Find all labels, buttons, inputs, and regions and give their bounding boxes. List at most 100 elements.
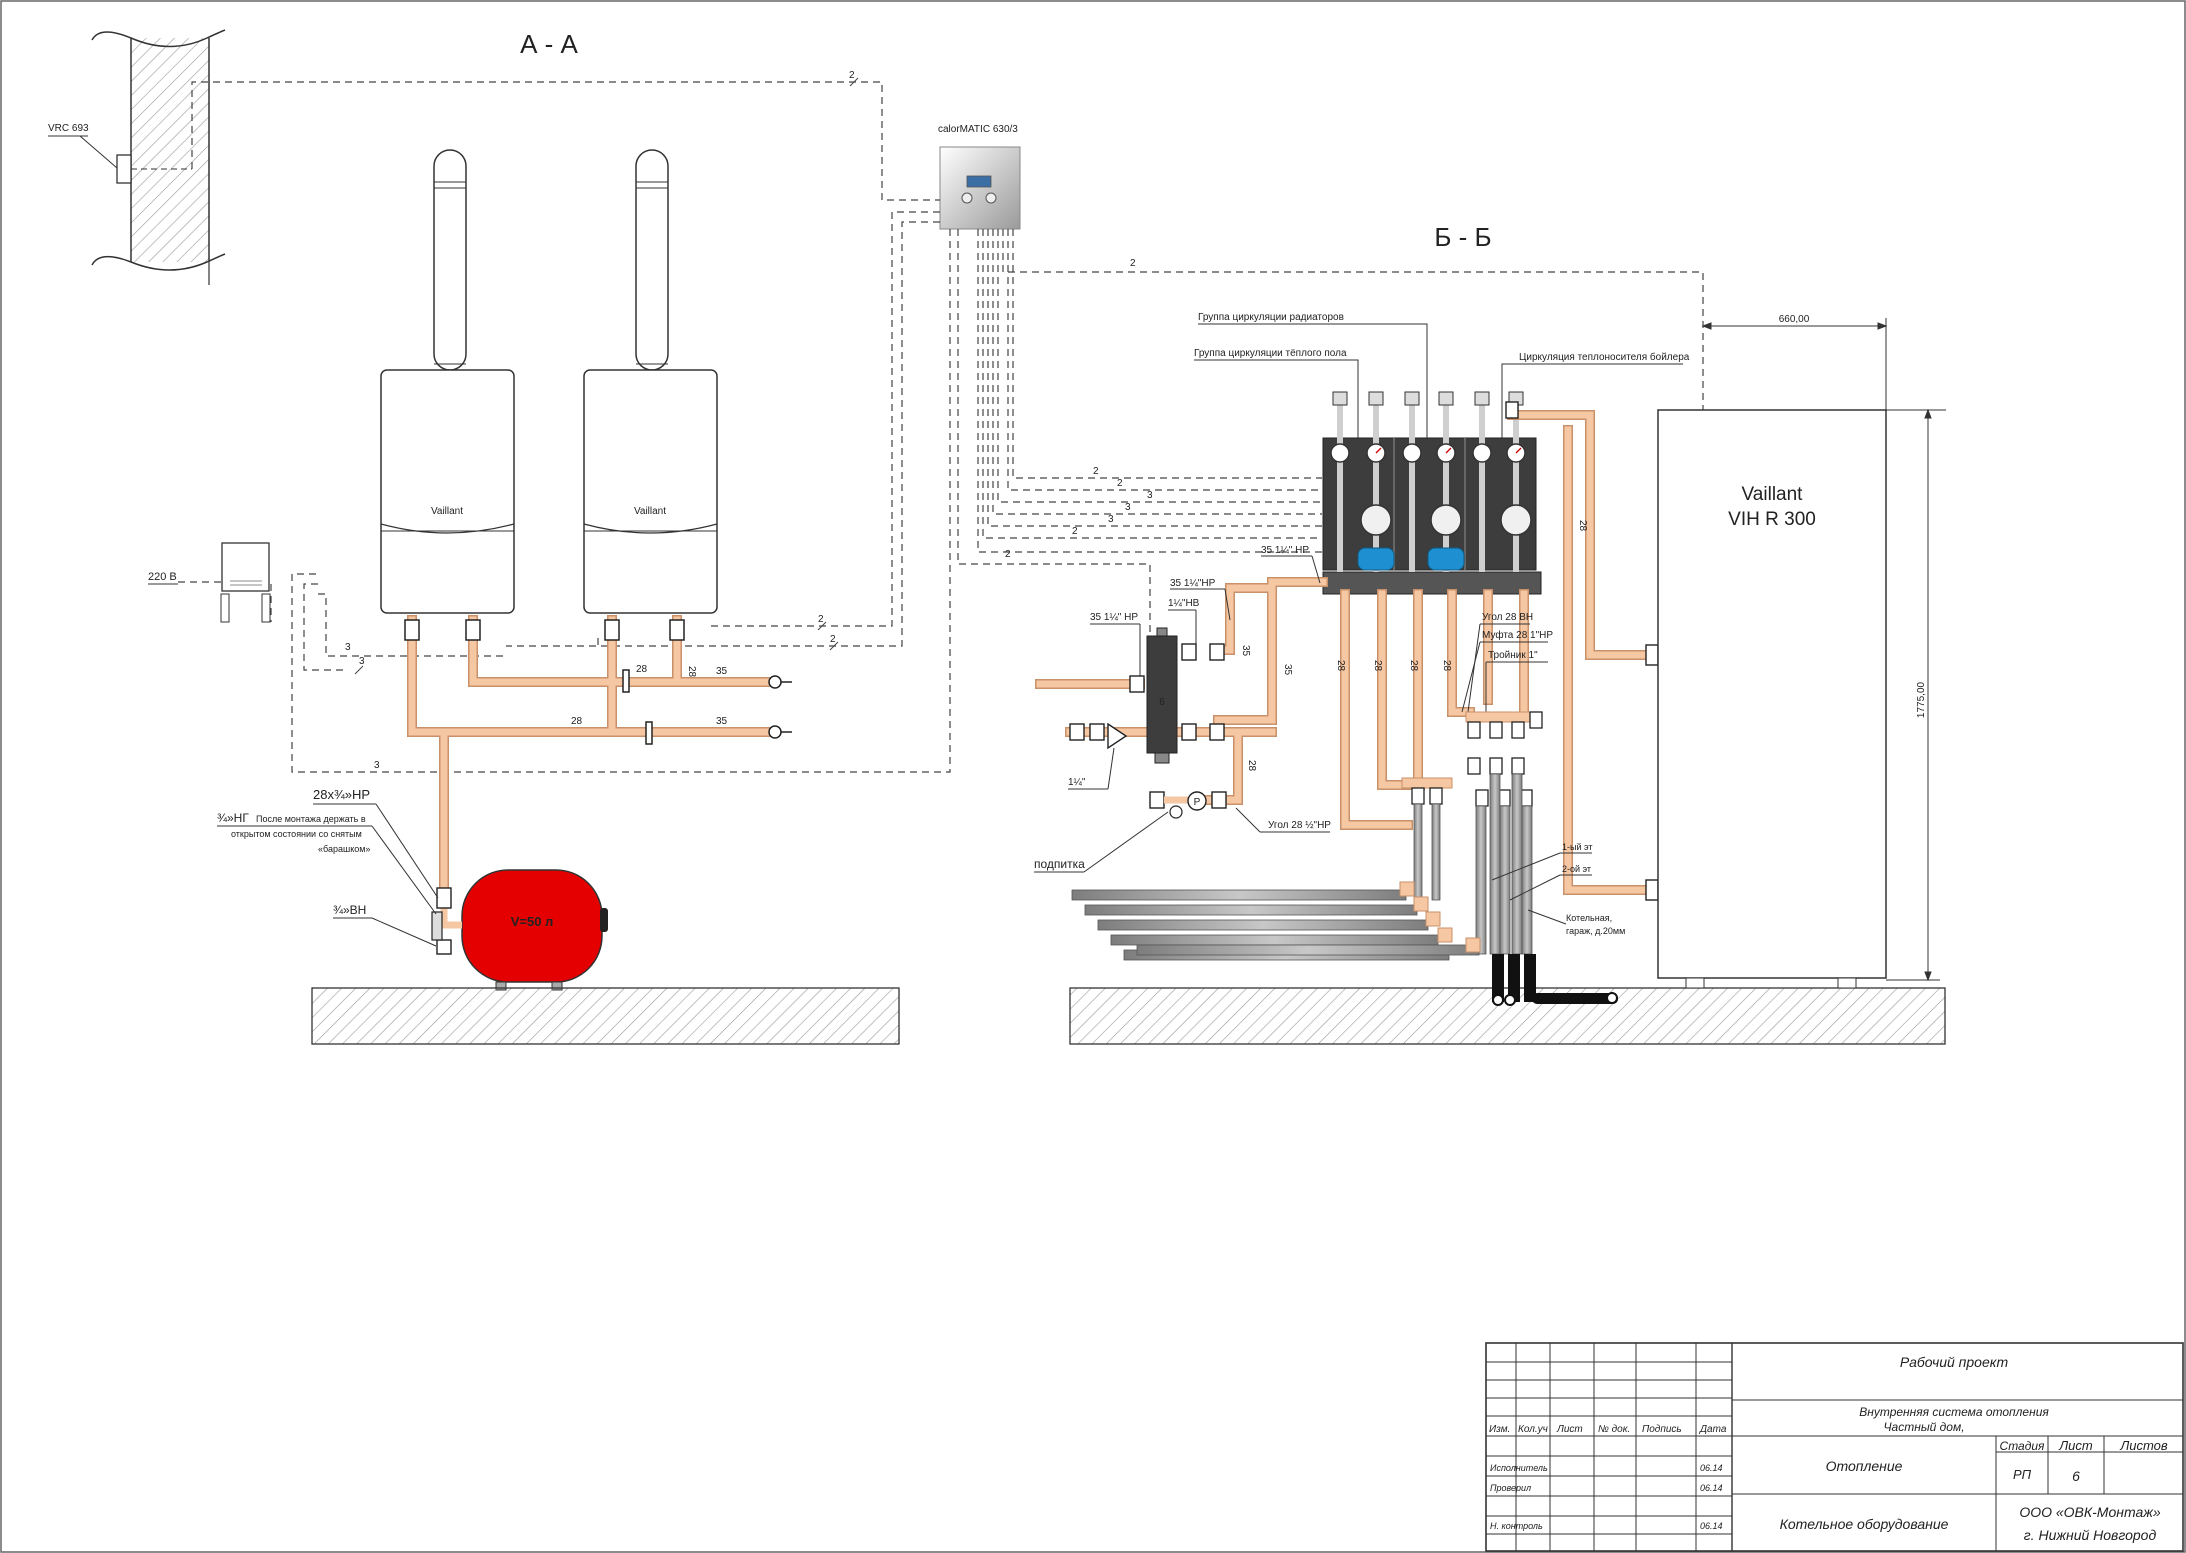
svg-text:¾»ВН: ¾»ВН [333,903,366,917]
svg-text:35 1¼"НР: 35 1¼"НР [1170,577,1216,589]
svg-text:1¼": 1¼" [1068,776,1086,788]
section-title-aa: А - А [520,29,578,59]
svg-text:35 1¼" НР: 35 1¼" НР [1090,611,1138,623]
hydraulic-separator: 6 [1146,627,1178,764]
svg-text:Группа циркуляции тёплого пола: Группа циркуляции тёплого пола [1194,348,1347,359]
expansion-tank: V=50 л [461,869,608,991]
svg-text:2: 2 [818,614,824,625]
svg-text:35: 35 [716,716,728,727]
svg-text:Угол 28 ВН: Угол 28 ВН [1482,612,1533,623]
svg-text:06.14: 06.14 [1700,1521,1723,1531]
dim-height: 1775,00 [1916,681,1927,718]
cable-markers-right: 2 2 2 3 3 3 2 2 [1005,258,1153,560]
svg-text:1¼"НВ: 1¼"НВ [1168,597,1200,609]
tb-stage: РП [2013,1467,2032,1482]
svg-text:28: 28 [1372,660,1383,672]
floor-distribution-pipes [1071,881,1481,961]
tb-section: Отопление [1826,1458,1903,1474]
svg-text:28: 28 [571,716,583,727]
pipes-right [1035,410,1657,895]
svg-text:28: 28 [636,664,648,675]
svg-text:35: 35 [1282,664,1293,676]
svg-text:2: 2 [1072,526,1078,537]
floor-slab-left [311,987,900,1045]
pipe-sizes-left: 28 35 28 35 28 [571,664,728,727]
thermostat-label: VRC 693 [48,123,89,134]
svg-text:подпитка: подпитка [1034,857,1085,871]
heater-model: VIH R 300 [1728,509,1816,530]
floor-callouts: 1-ый эт 2-ой эт Котельная, гараж, д.20мм [1491,842,1625,936]
svg-text:2: 2 [1093,466,1099,477]
svg-text:2: 2 [1117,478,1123,489]
control-cables-left [178,81,951,773]
water-heater-vih-r300: Vaillant VIH R 300 [1657,409,1887,989]
svg-text:Циркуляция теплоносителя бойле: Циркуляция теплоносителя бойлера [1519,351,1690,363]
svg-text:28: 28 [1577,520,1588,532]
boiler-2-logo: Vaillant [634,506,666,517]
svg-text:2-ой эт: 2-ой эт [1562,864,1591,874]
svg-text:3: 3 [1125,502,1131,513]
dim-width: 660,00 [1779,314,1810,325]
cable-markers-left: 2 2 2 3 3 3 [345,70,855,771]
tb-project: Рабочий проект [1900,1354,2009,1370]
svg-text:P: P [1194,797,1201,808]
pipe-valves-left [404,619,792,745]
group-callouts: Группа циркуляции радиаторов Группа цирк… [1194,312,1690,438]
svg-text:28: 28 [1246,760,1257,772]
svg-text:28: 28 [1441,660,1452,672]
svg-text:2: 2 [1130,258,1136,269]
tank-fittings [431,885,462,955]
svg-text:3: 3 [1147,490,1153,501]
svg-text:Кол.уч: Кол.уч [1518,1424,1548,1435]
tb-city: г. Нижний Новгород [2024,1527,2157,1543]
make-up-pump: P [1164,791,1210,819]
section-title-bb: Б - Б [1434,222,1491,252]
svg-text:35 1¼" НР: 35 1¼" НР [1261,544,1309,556]
gas-boiler-1: Vaillant [380,149,515,614]
svg-text:28: 28 [1335,660,1346,672]
tb-system: Внутренняя система отопления [1859,1405,2049,1419]
svg-text:1-ый эт: 1-ый эт [1562,842,1593,852]
boiler-1-logo: Vaillant [431,506,463,517]
svg-text:«барашком»: «барашком» [318,844,370,854]
controller-label: calorMATIC 630/3 [938,124,1018,135]
gas-boiler-2: Vaillant [583,149,718,614]
svg-text:Листов: Листов [2119,1438,2168,1453]
pipe-sizes-right: 28 28 28 28 35 35 28 28 [1240,520,1588,772]
svg-text:2: 2 [830,634,836,645]
separator-number: 6 [1159,697,1165,708]
tank-volume: V=50 л [511,914,554,929]
heater-dimensions: 660,00 1775,00 [1658,314,1946,982]
controller-calormatic: calorMATIC 630/3 [938,124,1021,230]
svg-text:Исполнитель: Исполнитель [1490,1463,1548,1473]
svg-text:06.14: 06.14 [1700,1483,1723,1493]
svg-text:28х¾»НР: 28х¾»НР [313,787,370,802]
tb-drawing: Котельное оборудование [1780,1516,1949,1532]
svg-text:35: 35 [716,666,728,677]
svg-text:Проверил: Проверил [1490,1483,1531,1493]
room-thermostat-vrc693: VRC 693 [48,123,192,184]
distribution-manifold [1401,711,1618,1006]
title-block [1485,1342,2184,1552]
voltage-label: 220 В [148,571,177,583]
svg-text:28: 28 [686,666,697,678]
svg-text:Н. контроль: Н. контроль [1490,1521,1543,1531]
tank-callouts: 28х¾»НР ¾»НГ После монтажа держать в отк… [217,787,439,947]
pump-groups-panel [1322,391,1542,595]
svg-text:¾»НГ: ¾»НГ [217,811,249,825]
svg-text:3: 3 [1108,514,1114,525]
svg-text:3: 3 [359,656,365,667]
heater-brand: Vaillant [1742,484,1804,505]
fittings-callouts: 35 1¼" НР 35 1¼"НР 1¼"НВ 35 1¼" НР 1¼" п… [1034,544,1553,873]
svg-text:Дата: Дата [1699,1424,1727,1435]
svg-text:3: 3 [345,642,351,653]
svg-text:Лист: Лист [2058,1438,2093,1453]
pipes-left [407,615,780,890]
svg-text:28: 28 [1408,660,1419,672]
electrical-box: 220 В [148,542,271,623]
svg-text:Муфта 28 1"НР: Муфта 28 1"НР [1482,629,1553,641]
svg-text:Группа циркуляции радиаторов: Группа циркуляции радиаторов [1198,312,1344,323]
tb-sheet: 6 [2072,1468,2080,1484]
